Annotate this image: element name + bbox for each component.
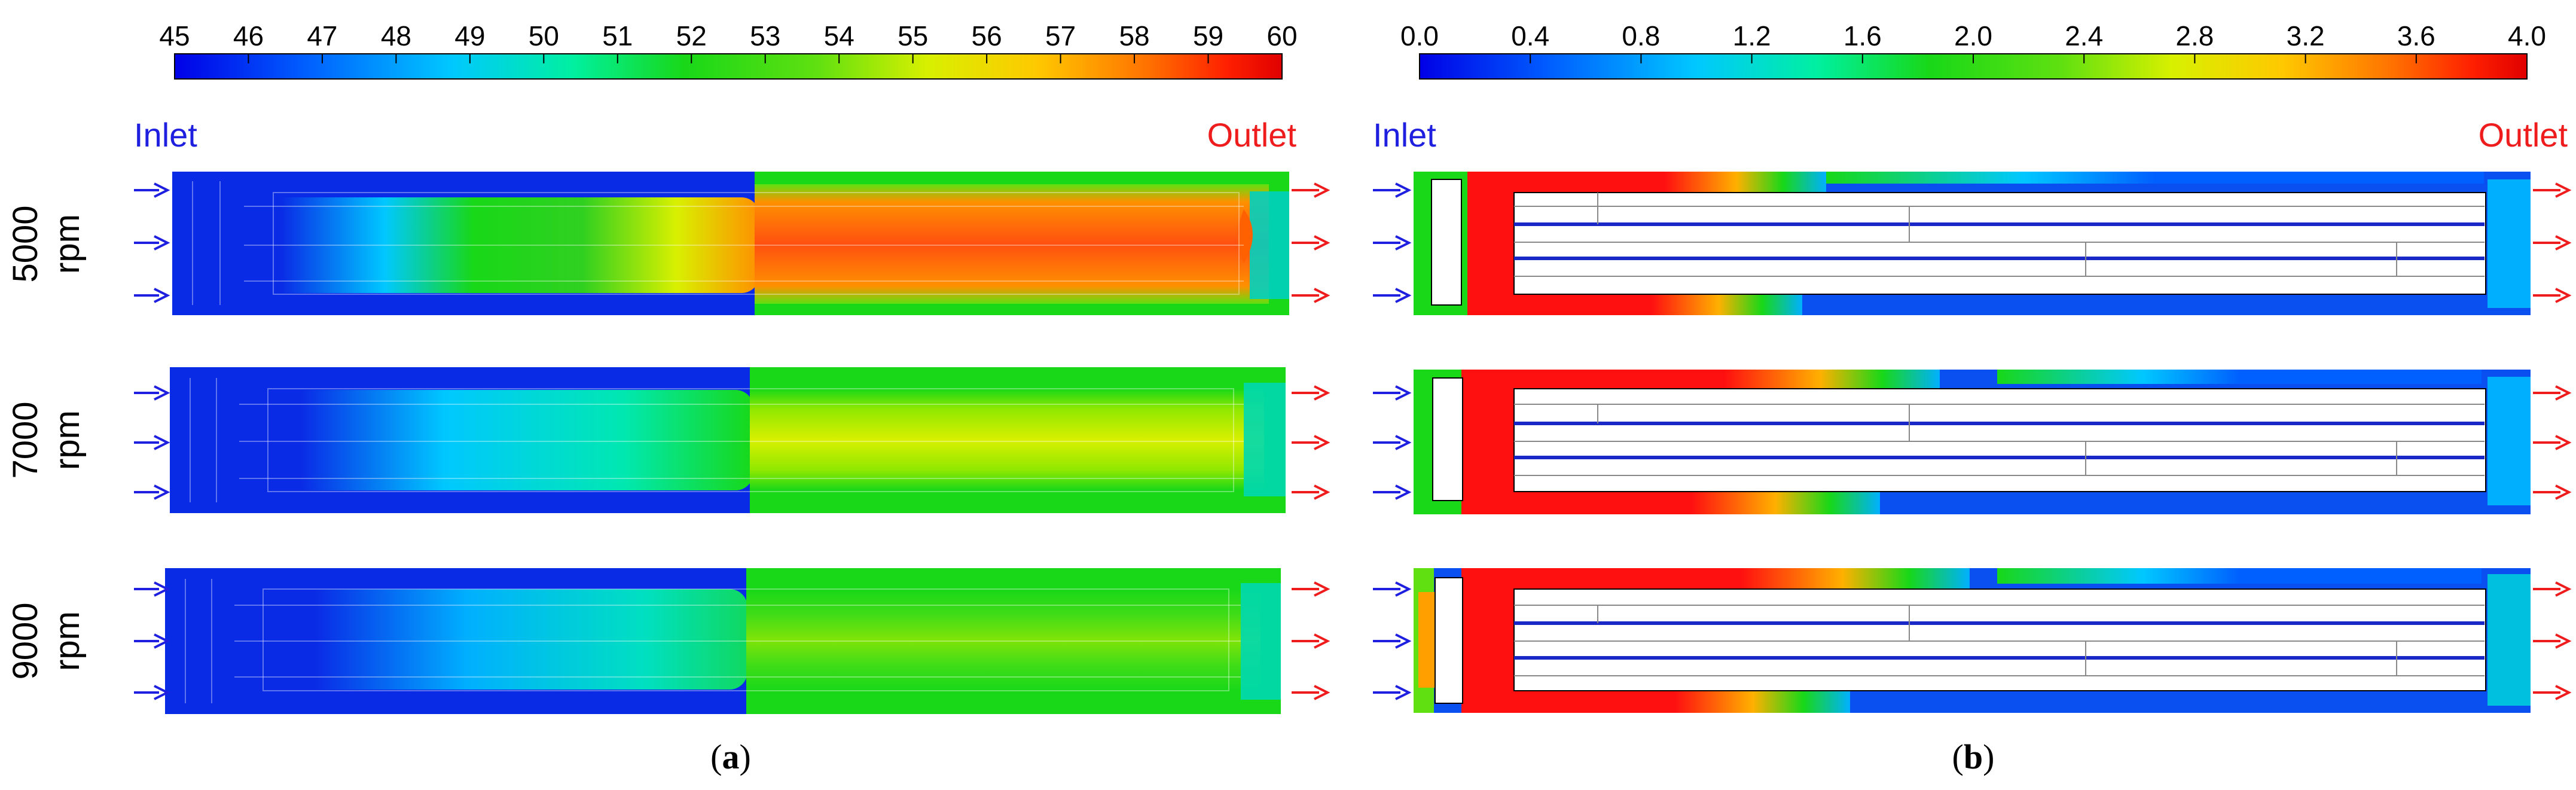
colorbar-b-tick-label: 0.8 [1622,20,1660,51]
caption-b: (b) [1952,737,1995,776]
inlet-arrow-head [1395,633,1412,649]
colorbar-a-tick-label: 52 [676,20,707,51]
velocity-field-7000 [1414,370,2531,514]
colorbar-b-tick-label: 0.4 [1511,20,1549,51]
colorbar-a-tick-label: 57 [1045,20,1076,51]
temp-field-7000 [170,367,1286,513]
colorbar-a-tick-label: 51 [602,20,633,51]
colorbar-b-tick-label: 2.0 [1954,20,1992,51]
colorbar-a-tick-label: 53 [750,20,780,51]
inlet-arrow-head [154,385,170,401]
outlet-arrow-head [1314,435,1330,450]
inlet-arrow-head [1395,235,1412,251]
temp-field-5000 [172,172,1289,315]
temp-field-9000 [165,568,1281,714]
velocity-field-9000 [1414,568,2531,713]
inlet-arrow-head [154,435,170,450]
panel-a: 45 46 47 48 49 50 51 52 53 54 55 56 57 58 59 60 Inlet O… [134,20,1330,776]
colorbar-a-tick-label: 55 [898,20,928,51]
colorbar-a-tick-label: 49 [454,20,485,51]
rpm-labels: 5000 rpm 7000 rpm 9000 rpm [6,205,87,679]
outlet-arrow-head [1314,685,1330,700]
outlet-arrow-head [2555,581,2572,597]
colorbar-a-tick-label: 54 [824,20,854,51]
colorbar-a-tick-label: 48 [381,20,411,51]
rpm-label-5000: 5000 rpm [6,205,87,282]
inlet-arrow-head [1395,685,1412,700]
colorbar-a-bar [174,53,1283,80]
outlet-arrow-head [2555,435,2572,450]
svg-text:rpm: rpm [48,410,87,470]
inlet-arrow-head [1395,288,1412,303]
outlet-arrow-head [1314,235,1330,251]
colorbar-b-tick-label: 3.6 [2397,20,2435,51]
colorbar-a-tick-label: 59 [1193,20,1223,51]
outlet-arrow-head [2555,484,2572,500]
inlet-arrow-head [154,182,170,198]
flow-arrows-b [1373,182,2572,700]
colorbar-a-tick-label: 56 [972,20,1002,51]
outlet-arrow-head [1314,484,1330,500]
outlet-arrow-head [1314,581,1330,597]
rpm-label-9000: 9000 rpm [6,602,87,679]
colorbar-b-ticks: 0.0 0.4 0.8 1.2 1.6 2.0 2.4 2.8 3.2 3.6 4.0 [1400,20,2546,63]
inlet-arrow-head [1395,182,1412,198]
inlet-arrow-head [1395,385,1412,401]
velocity-field-5000 [1414,172,2531,315]
inlet-arrow-head [154,633,170,649]
outlet-arrow-head [1314,633,1330,649]
colorbar-b-tick-label: 1.6 [1844,20,1882,51]
inlet-arrow-head [1395,581,1412,597]
flow-arrows-a [134,182,1330,700]
colorbar-b-tick-label: 1.2 [1733,20,1771,51]
outlet-label-b: Outlet [2479,116,2568,154]
inlet-arrow-head [1395,484,1412,500]
outlet-arrow-head [1314,288,1330,303]
outlet-arrow-head [2555,288,2572,303]
colorbar-b-bar [1419,53,2528,80]
svg-text:7000: 7000 [6,401,45,478]
inlet-arrow-head [1395,435,1412,450]
outlet-arrow-head [2555,633,2572,649]
colorbar-a-tick-label: 58 [1119,20,1149,51]
colorbar-a-tick-label: 47 [307,20,337,51]
colorbar-a-tick-label: 50 [529,20,559,51]
colorbar-b-tick-label: 2.8 [2175,20,2214,51]
inlet-arrow-head [154,685,170,700]
outlet-arrow-head [2555,235,2572,251]
outlet-arrow-head [2555,385,2572,401]
colorbar-a-tick-label: 46 [233,20,264,51]
colorbar-b-tick-label: 2.4 [2065,20,2103,51]
inlet-arrow-head [154,581,170,597]
inlet-arrow-head [154,235,170,251]
inlet-arrow-head [154,484,170,500]
colorbar-a: 45 46 47 48 49 50 51 52 53 54 55 56 57 58 59 60 [159,20,1298,80]
inlet-label-a: Inlet [134,116,197,154]
svg-text:rpm: rpm [48,611,87,671]
inlet-label-b: Inlet [1373,116,1436,154]
rpm-label-7000: 7000 rpm [6,401,87,478]
colorbar-b-tick-label: 3.2 [2287,20,2325,51]
colorbar-b-tick-label: 0.0 [1400,20,1439,51]
caption-a: (a) [710,737,751,776]
outlet-label-a: Outlet [1207,116,1297,154]
svg-text:rpm: rpm [48,214,87,274]
svg-text:9000: 9000 [6,602,45,679]
colorbar-a-tick-label: 60 [1266,20,1297,51]
inlet-arrow-head [154,288,170,303]
svg-text:5000: 5000 [6,205,45,282]
outlet-arrow-head [1314,182,1330,198]
colorbar-a-tick-label: 45 [159,20,190,51]
colorbar-b: 0.0 0.4 0.8 1.2 1.6 2.0 2.4 2.8 3.2 3.6 4.0 [1400,20,2546,80]
colorbar-b-tick-label: 4.0 [2508,20,2546,51]
outlet-arrow-head [2555,685,2572,700]
outlet-arrow-head [2555,182,2572,198]
outlet-arrow-head [1314,385,1330,401]
colorbar-a-ticks: 45 46 47 48 49 50 51 52 53 54 55 56 57 58 59 60 [159,20,1298,63]
